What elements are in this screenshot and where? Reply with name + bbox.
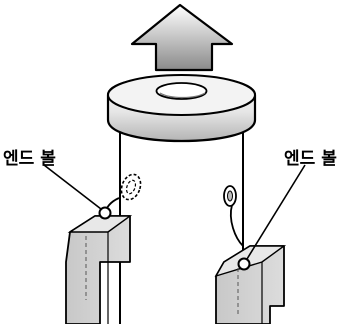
left-end-ball [98,173,142,220]
spool [106,74,257,143]
callout-leader-lines [43,164,306,260]
right-end-ball-label: 엔드 볼 [284,149,337,169]
right-end-ball [223,185,251,271]
up-arrow-icon [130,3,234,72]
right-bracket [214,245,287,324]
left-end-ball-label: 엔드 볼 [3,149,56,169]
